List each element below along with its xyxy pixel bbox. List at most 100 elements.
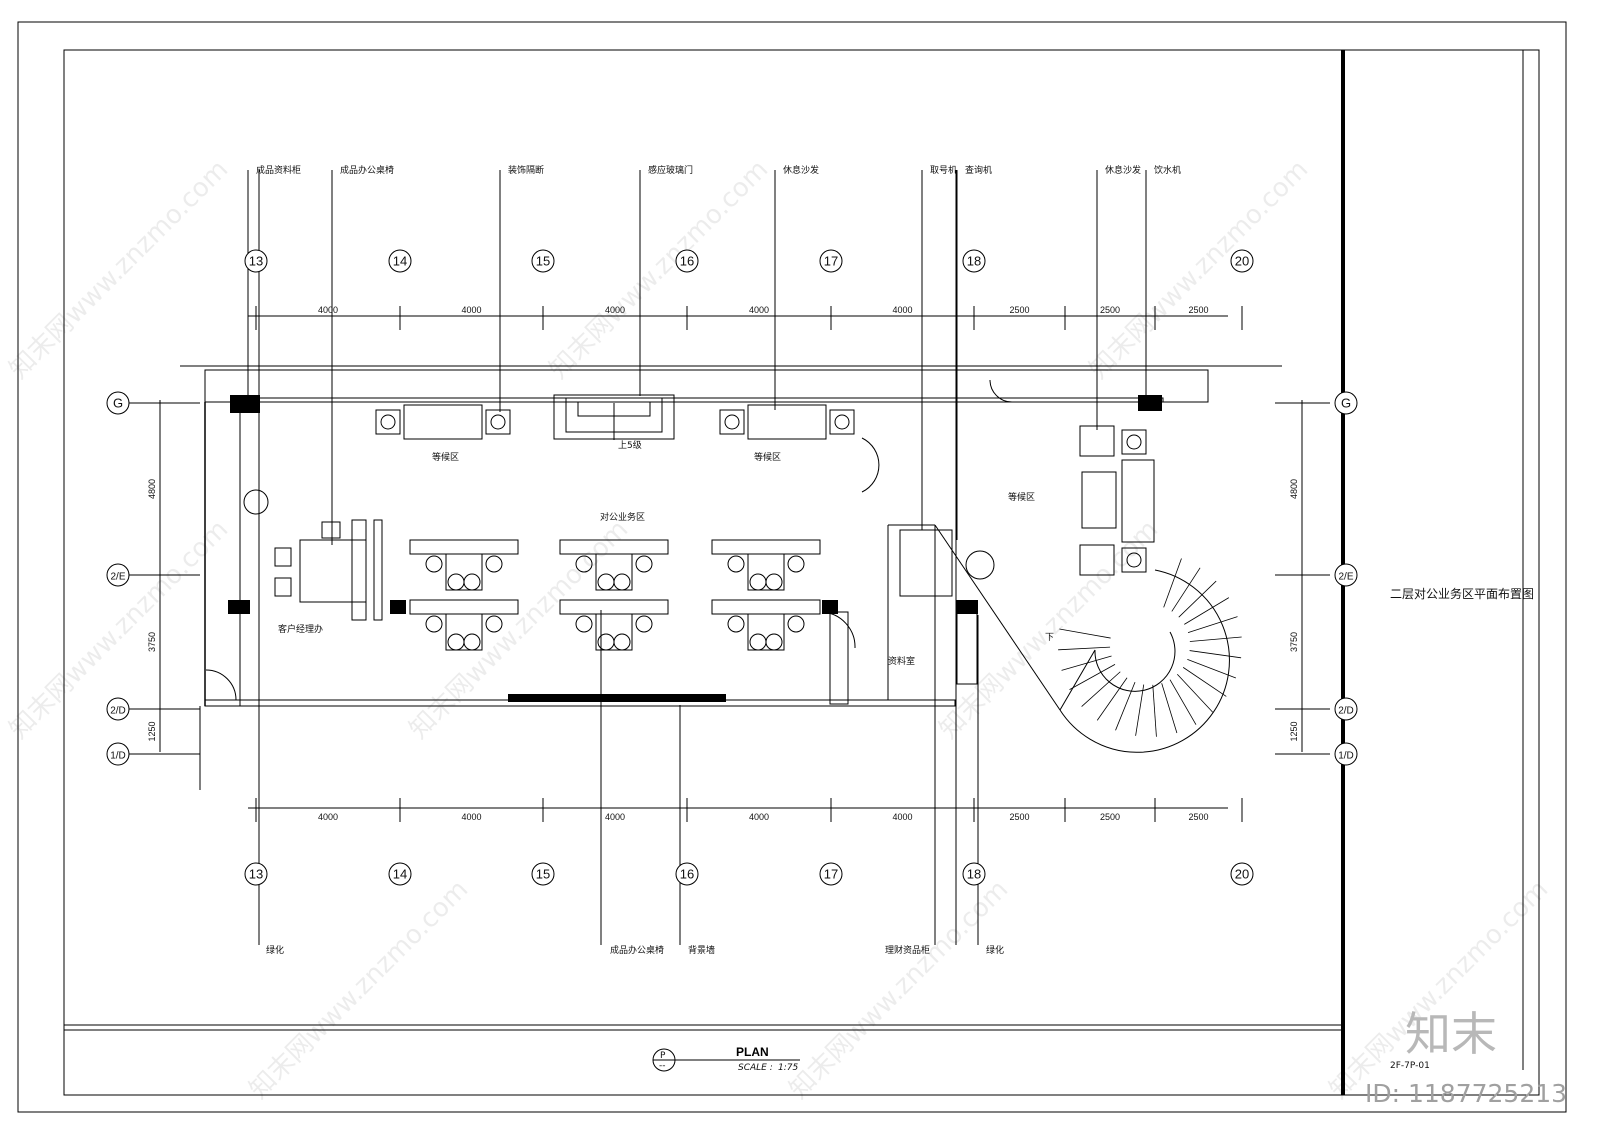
- axis-bottom-17-label: 17: [824, 867, 838, 882]
- plan-label: PLAN: [736, 1045, 769, 1059]
- callout-top-6: 查询机: [965, 164, 992, 176]
- dimension-texts: 4000400040004000400040004000400040004000…: [147, 305, 1299, 822]
- plan-symbol-bottom: --: [659, 1061, 666, 1071]
- dimension-lines: [152, 306, 1310, 822]
- axis-top-14: 14: [388, 249, 412, 273]
- dim-bottom-5: 2500: [1009, 812, 1029, 822]
- axis-bottom-20-label: 20: [1235, 867, 1249, 882]
- axis-bottom-13: 13: [244, 862, 268, 886]
- axis-right-2-E-label: 2/E: [1338, 572, 1353, 583]
- callout-top-7: 休息沙发: [1105, 164, 1141, 176]
- room-business: 对公业务区: [600, 511, 645, 523]
- room-waiting-1: 等候区: [432, 451, 459, 463]
- spiral-stair: [1058, 558, 1242, 753]
- dim-top-2: 4000: [605, 305, 625, 315]
- axis-top-17-label: 17: [824, 254, 838, 269]
- dim-top-3: 4000: [749, 305, 769, 315]
- dim-top-7: 2500: [1188, 305, 1208, 315]
- title-block: 二层对公业务区平面布置图 2F-7P-01 P -- PLAN SCALE : …: [652, 586, 1567, 1108]
- callout-bottom-1: 成品办公桌椅: [610, 944, 664, 956]
- dim-top-4: 4000: [892, 305, 912, 315]
- dim-top-1: 4000: [461, 305, 481, 315]
- callout-top-4: 休息沙发: [783, 164, 819, 176]
- dim-bottom-0: 4000: [318, 812, 338, 822]
- axis-right-2-D: 2/D: [1334, 697, 1358, 721]
- room-manager: 客户经理办: [278, 623, 323, 635]
- dim-bottom-6: 2500: [1100, 812, 1120, 822]
- scale-label: SCALE :: [738, 1063, 773, 1073]
- dim-right-0: 4800: [1289, 479, 1299, 499]
- callout-leaders: [247, 170, 1147, 945]
- dim-right-1: 3750: [1289, 632, 1299, 652]
- axis-top-16: 16: [675, 249, 699, 273]
- axis-bottom-14: 14: [388, 862, 412, 886]
- workstation-cluster: [711, 539, 821, 591]
- axis-bottom-17: 17: [819, 862, 843, 886]
- id-text: ID: 1187725213: [1365, 1079, 1567, 1108]
- callout-bottom-3: 理财资品柜: [885, 944, 930, 956]
- callout-top-8: 饮水机: [1154, 164, 1181, 176]
- grid-lines: [120, 170, 1330, 945]
- callout-top-1: 成品办公桌椅: [340, 164, 394, 176]
- logo-text: 知末: [1405, 1007, 1497, 1061]
- callout-top-5: 取号机: [930, 164, 957, 176]
- svg-text:知末网www.znzmo.com: 知末网www.znzmo.com: [784, 874, 1015, 1105]
- callout-bottom-2: 背景墙: [688, 944, 715, 956]
- room-waiting-2: 等候区: [754, 451, 781, 463]
- axis-top-15-label: 15: [536, 254, 550, 269]
- dim-bottom-3: 4000: [749, 812, 769, 822]
- dim-left-0: 4800: [147, 479, 157, 499]
- room-waiting-3: 等候区: [1008, 491, 1035, 503]
- furniture: [243, 404, 1155, 651]
- sheet-frame: [17, 21, 1567, 1113]
- axis-bottom-13-label: 13: [249, 867, 263, 882]
- axis-bottom-14-label: 14: [393, 867, 407, 882]
- room-labels: 等候区 等候区 等候区 对公业务区 客户经理办 资料室 上5级 下: [278, 439, 1054, 667]
- dim-left-1: 3750: [147, 632, 157, 652]
- axis-bottom-20: 20: [1230, 862, 1254, 886]
- dim-top-6: 2500: [1100, 305, 1120, 315]
- axis-top-20-label: 20: [1235, 254, 1249, 269]
- axis-left-G-label: G: [113, 396, 123, 411]
- workstation-cluster: [711, 599, 821, 651]
- axis-top-13: 13: [244, 249, 268, 273]
- callouts-top: 成品资料柜 成品办公桌椅 装饰隔断 感应玻璃门 休息沙发 取号机 查询机 休息沙…: [256, 164, 1181, 176]
- callout-bottom-4: 绿化: [986, 944, 1004, 956]
- axis-top-15: 15: [531, 249, 555, 273]
- scale-value: 1:75: [778, 1063, 798, 1073]
- axis-right-1-D: 1/D: [1334, 742, 1358, 766]
- callouts-bottom: 绿化 成品办公桌椅 背景墙 理财资品柜 绿化: [266, 944, 1004, 956]
- plan-symbol-top: P: [660, 1051, 666, 1061]
- axis-bottom-15-label: 15: [536, 867, 550, 882]
- svg-text:知末网www.znzmo.com: 知末网www.znzmo.com: [404, 514, 635, 745]
- axis-left-2-D-label: 2/D: [110, 706, 126, 717]
- steps-note: 上5级: [618, 439, 642, 451]
- workstation-cluster: [409, 599, 519, 651]
- axis-bottom-18-label: 18: [967, 867, 981, 882]
- axis-top-18: 18: [962, 249, 986, 273]
- dim-right-2: 1250: [1289, 721, 1299, 741]
- axis-bottom-16-label: 16: [680, 867, 694, 882]
- workstation-cluster: [409, 539, 519, 591]
- svg-text:知末网www.znzmo.com: 知末网www.znzmo.com: [244, 874, 475, 1105]
- axis-top-20: 20: [1230, 249, 1254, 273]
- axis-left-1-D-label: 1/D: [110, 751, 126, 762]
- dim-bottom-4: 4000: [892, 812, 912, 822]
- axis-top-13-label: 13: [249, 254, 263, 269]
- dim-bottom-7: 2500: [1188, 812, 1208, 822]
- svg-text:知末网www.znzmo.com: 知末网www.znzmo.com: [544, 154, 775, 385]
- room-archive: 资料室: [888, 655, 915, 667]
- callout-top-3: 感应玻璃门: [648, 164, 693, 176]
- svg-text:知末网www.znzmo.com: 知末网www.znzmo.com: [934, 514, 1165, 745]
- axis-right-G: G: [1334, 391, 1358, 415]
- callout-bottom-0: 绿化: [266, 944, 284, 956]
- svg-text:知末网www.znzmo.com: 知末网www.znzmo.com: [4, 154, 235, 385]
- axis-top-16-label: 16: [680, 254, 694, 269]
- axis-top-17: 17: [819, 249, 843, 273]
- svg-text:知末网www.znzmo.com: 知末网www.znzmo.com: [1324, 874, 1555, 1105]
- axis-left-G: G: [106, 391, 130, 415]
- workstation-cluster: [559, 599, 669, 651]
- svg-text:知末网www.znzmo.com: 知末网www.znzmo.com: [1084, 154, 1315, 385]
- axis-left-1-D: 1/D: [106, 742, 130, 766]
